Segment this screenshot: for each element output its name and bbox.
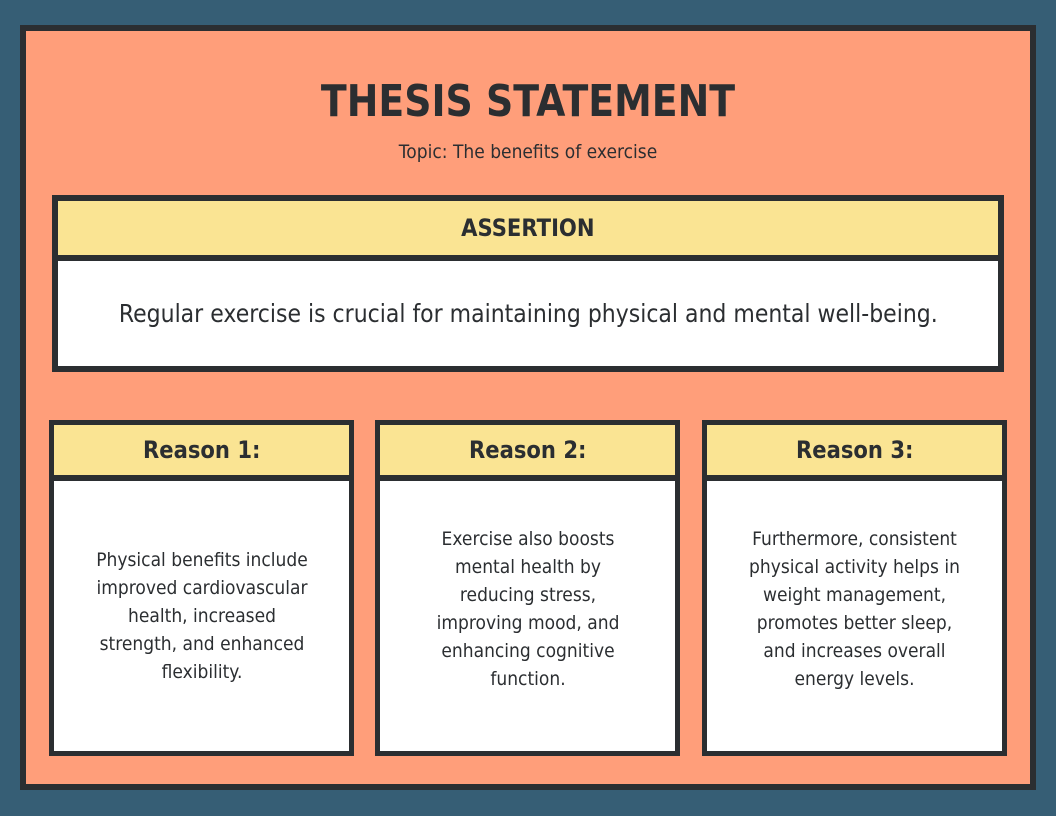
reason-label: Reason 1:	[142, 436, 261, 464]
assertion-text: Regular exercise is crucial for maintain…	[118, 299, 938, 328]
reason-label: Reason 3:	[795, 436, 914, 464]
reason-header: Reason 1:	[54, 425, 349, 481]
assertion-label: ASSERTION	[461, 214, 595, 242]
reason-body: Exercise also boosts mental health by re…	[380, 481, 675, 751]
reason-label: Reason 2:	[468, 436, 587, 464]
reason-header: Reason 2:	[380, 425, 675, 481]
reason-text: Exercise also boosts mental health by re…	[436, 528, 619, 690]
page-title: THESIS STATEMENT	[320, 76, 736, 127]
reason-body: Physical benefits include improved cardi…	[54, 481, 349, 751]
topic-subtitle: Topic: The benefits of exercise	[398, 141, 658, 163]
reason-body: Furthermore, consistent physical activit…	[707, 481, 1002, 751]
assertion-header: ASSERTION	[58, 201, 998, 261]
reason-card-3: Reason 3: Furthermore, consistent physic…	[702, 420, 1007, 756]
reason-card-1: Reason 1: Physical benefits include impr…	[49, 420, 354, 756]
reason-text: Physical benefits include improved cardi…	[95, 549, 308, 683]
reason-header: Reason 3:	[707, 425, 1002, 481]
reason-card-2: Reason 2: Exercise also boosts mental he…	[375, 420, 680, 756]
assertion-body: Regular exercise is crucial for maintain…	[58, 261, 998, 366]
reason-text: Furthermore, consistent physical activit…	[749, 528, 960, 690]
worksheet-frame: THESIS STATEMENT Topic: The benefits of …	[20, 25, 1036, 790]
assertion-box: ASSERTION Regular exercise is crucial fo…	[52, 195, 1004, 372]
